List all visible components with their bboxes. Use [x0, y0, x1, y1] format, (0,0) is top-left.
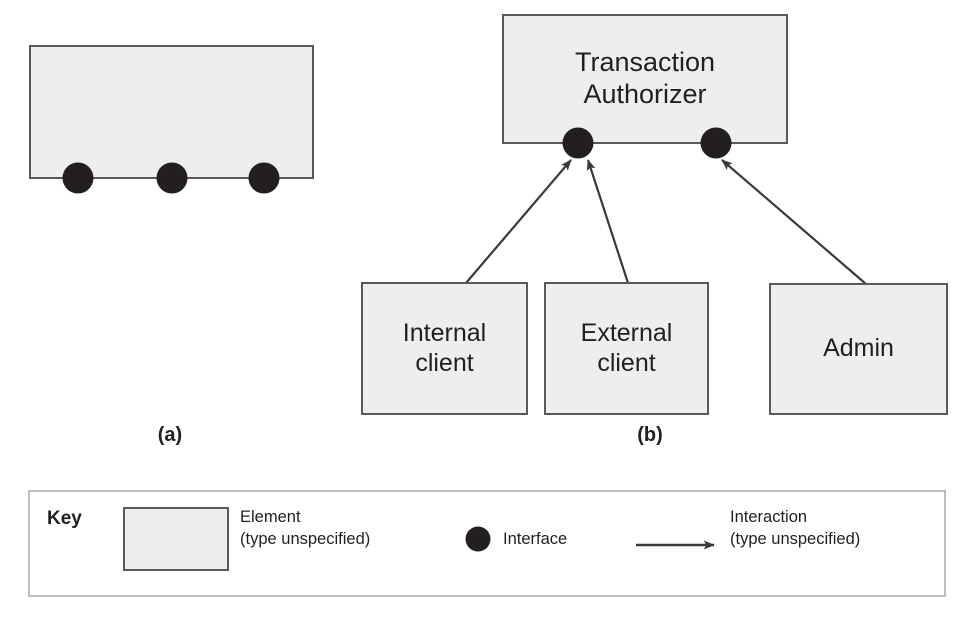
diagram-b-group [361, 14, 948, 415]
element-box-a[interactable] [29, 45, 314, 179]
interface-icon-a2[interactable] [156, 162, 188, 194]
key-entry-interaction-text: Interaction (type unspecified) [730, 506, 860, 551]
interaction-arrow-admin [721, 159, 867, 285]
element-box-transaction-authorizer[interactable] [502, 14, 788, 144]
key-entry-element-text: Element (type unspecified) [240, 506, 370, 551]
interface-icon-a1[interactable] [62, 162, 94, 194]
key-entry-interface-line1: Interface [503, 530, 568, 548]
key-entry-element-line1: Element [240, 508, 301, 526]
key-element-swatch-icon [123, 507, 229, 571]
interaction-arrow-internal-client [465, 159, 572, 284]
interface-icon-authorizer-admin[interactable] [700, 127, 732, 159]
key-entry-element-line2: (type unspecified) [240, 530, 371, 549]
element-box-internal-client[interactable] [361, 282, 528, 415]
caption-b: (b) [637, 424, 663, 446]
element-box-admin[interactable] [769, 283, 948, 415]
interface-icon-authorizer-client[interactable] [562, 127, 594, 159]
diagram-a-group [29, 45, 314, 194]
interface-icon-a3[interactable] [248, 162, 280, 194]
key-graphics [28, 490, 946, 597]
key-entry-interface-text: Interface [503, 528, 567, 550]
key-entry-interaction-line1: Interaction [730, 508, 808, 526]
interaction-arrow-external-client [586, 159, 630, 284]
key-title: Key [47, 508, 82, 529]
element-box-external-client[interactable] [544, 282, 709, 415]
key-interface-dot-icon [465, 526, 491, 552]
caption-a: (a) [157, 424, 183, 446]
key-entry-interaction-line2: (type unspecified) [730, 530, 861, 549]
